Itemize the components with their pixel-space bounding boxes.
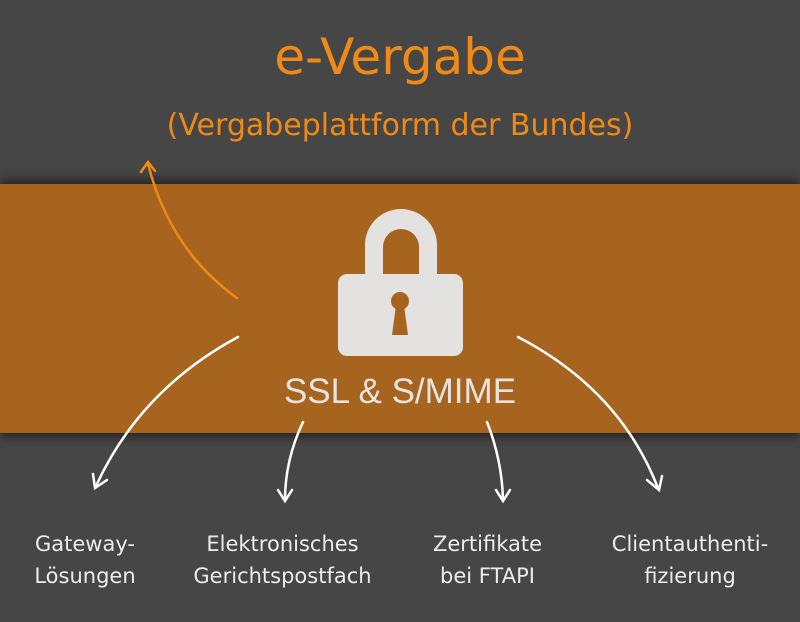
arrow-gateway: [94, 335, 240, 488]
item-line: Elektronisches: [206, 532, 359, 556]
padlock-icon: [338, 209, 463, 356]
item-gateway: Gateway- Lösungen: [10, 528, 160, 592]
item-gerichtspostfach: Elektronisches Gerichtspostfach: [165, 528, 400, 592]
item-line: Gerichtspostfach: [193, 564, 372, 588]
item-line: bei FTAPI: [440, 564, 535, 588]
item-line: Zertifikate: [432, 532, 543, 556]
arrow-to-title: [146, 162, 239, 300]
arrow-zertifikate: [485, 420, 505, 502]
item-zertifikate: Zertifikate bei FTAPI: [405, 528, 570, 592]
arrow-gerichtspostfach: [283, 420, 305, 502]
item-client: Clientauthenti- fizierung: [590, 528, 790, 592]
item-line: Gateway-: [35, 532, 135, 556]
arrow-client: [516, 335, 660, 490]
page-subtitle: (Vergabeplattform der Bundes): [166, 108, 634, 143]
item-line: Lösungen: [34, 564, 136, 588]
center-label: SSL & S/MIME: [283, 372, 517, 411]
page-title: e-Vergabe: [274, 28, 526, 86]
item-line: Clientauthenti-: [611, 532, 769, 556]
item-line: fizierung: [644, 564, 736, 588]
